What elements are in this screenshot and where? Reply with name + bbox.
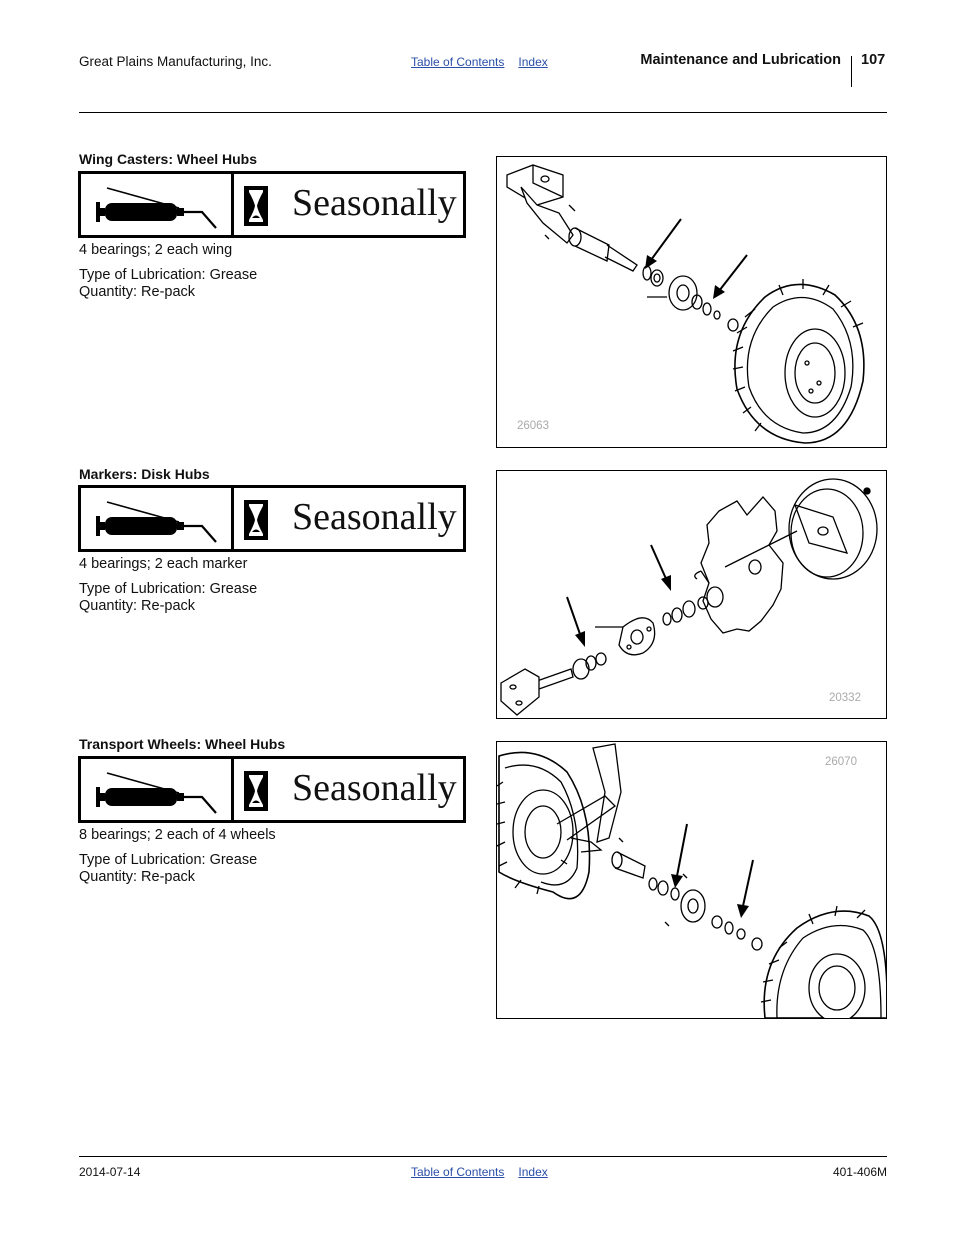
- footer-nav: Table of Contents Index: [411, 1165, 562, 1179]
- hourglass-icon: [244, 500, 268, 540]
- bearing-count: 8 bearings; 2 each of 4 wheels: [79, 827, 276, 843]
- interval-label: Seasonally: [292, 182, 457, 224]
- lube-interval-box: Seasonally: [78, 171, 466, 238]
- lube-quantity: Quantity: Re-pack: [79, 598, 196, 614]
- company-name: Great Plains Manufacturing, Inc.: [79, 54, 272, 69]
- lube-type: Type of Lubrication: Grease: [79, 267, 258, 283]
- marker-disk-hub-figure: 20332: [496, 470, 887, 719]
- toc-link[interactable]: Table of Contents: [411, 55, 505, 69]
- header-rule: [79, 112, 887, 113]
- lube-type: Type of Lubrication: Grease: [79, 852, 258, 868]
- figure-number: 26070: [825, 756, 857, 768]
- section-heading: Wing Casters: Wheel Hubs: [79, 151, 258, 167]
- lube-type: Type of Lubrication: Grease: [79, 581, 258, 597]
- document-number: 401-406M: [832, 1165, 887, 1179]
- grease-gun-icon: [81, 174, 231, 235]
- hourglass-icon: [244, 771, 268, 811]
- disk-hub-diagram: [500, 478, 878, 716]
- bearing-count: 4 bearings; 2 each wing: [79, 242, 233, 258]
- section-heading: Transport Wheels: Wheel Hubs: [79, 736, 286, 752]
- transport-wheel-hub-figure: 26070: [496, 741, 887, 1019]
- hourglass-icon: [244, 186, 268, 226]
- lube-quantity: Quantity: Re-pack: [79, 284, 196, 300]
- header-nav: Table of Contents Index: [411, 55, 562, 69]
- lube-interval-box: Seasonally: [78, 756, 466, 823]
- toc-link[interactable]: Table of Contents: [411, 1165, 505, 1179]
- footer-rule: [79, 1156, 887, 1157]
- lube-interval-box: Seasonally: [78, 485, 466, 552]
- section-title: Maintenance and Lubrication: [640, 52, 841, 68]
- index-link[interactable]: Index: [518, 55, 548, 69]
- lube-quantity: Quantity: Re-pack: [79, 869, 196, 885]
- figure-number: 20332: [829, 692, 861, 704]
- index-link[interactable]: Index: [518, 1165, 548, 1179]
- section-heading: Markers: Disk Hubs: [79, 466, 210, 482]
- transport-hub-diagram: [497, 743, 886, 1018]
- wheel-hub-diagram: [506, 164, 865, 444]
- page-number: 107: [861, 52, 886, 68]
- grease-gun-icon: [81, 488, 231, 549]
- bearing-count: 4 bearings; 2 each marker: [79, 556, 248, 572]
- footer-date: 2014-07-14: [79, 1165, 141, 1179]
- header-divider: [851, 56, 852, 87]
- figure-number: 26063: [517, 420, 549, 432]
- wing-caster-hub-figure: 26063: [496, 156, 887, 448]
- grease-gun-icon: [81, 759, 231, 820]
- interval-label: Seasonally: [292, 496, 457, 538]
- interval-label: Seasonally: [292, 767, 457, 809]
